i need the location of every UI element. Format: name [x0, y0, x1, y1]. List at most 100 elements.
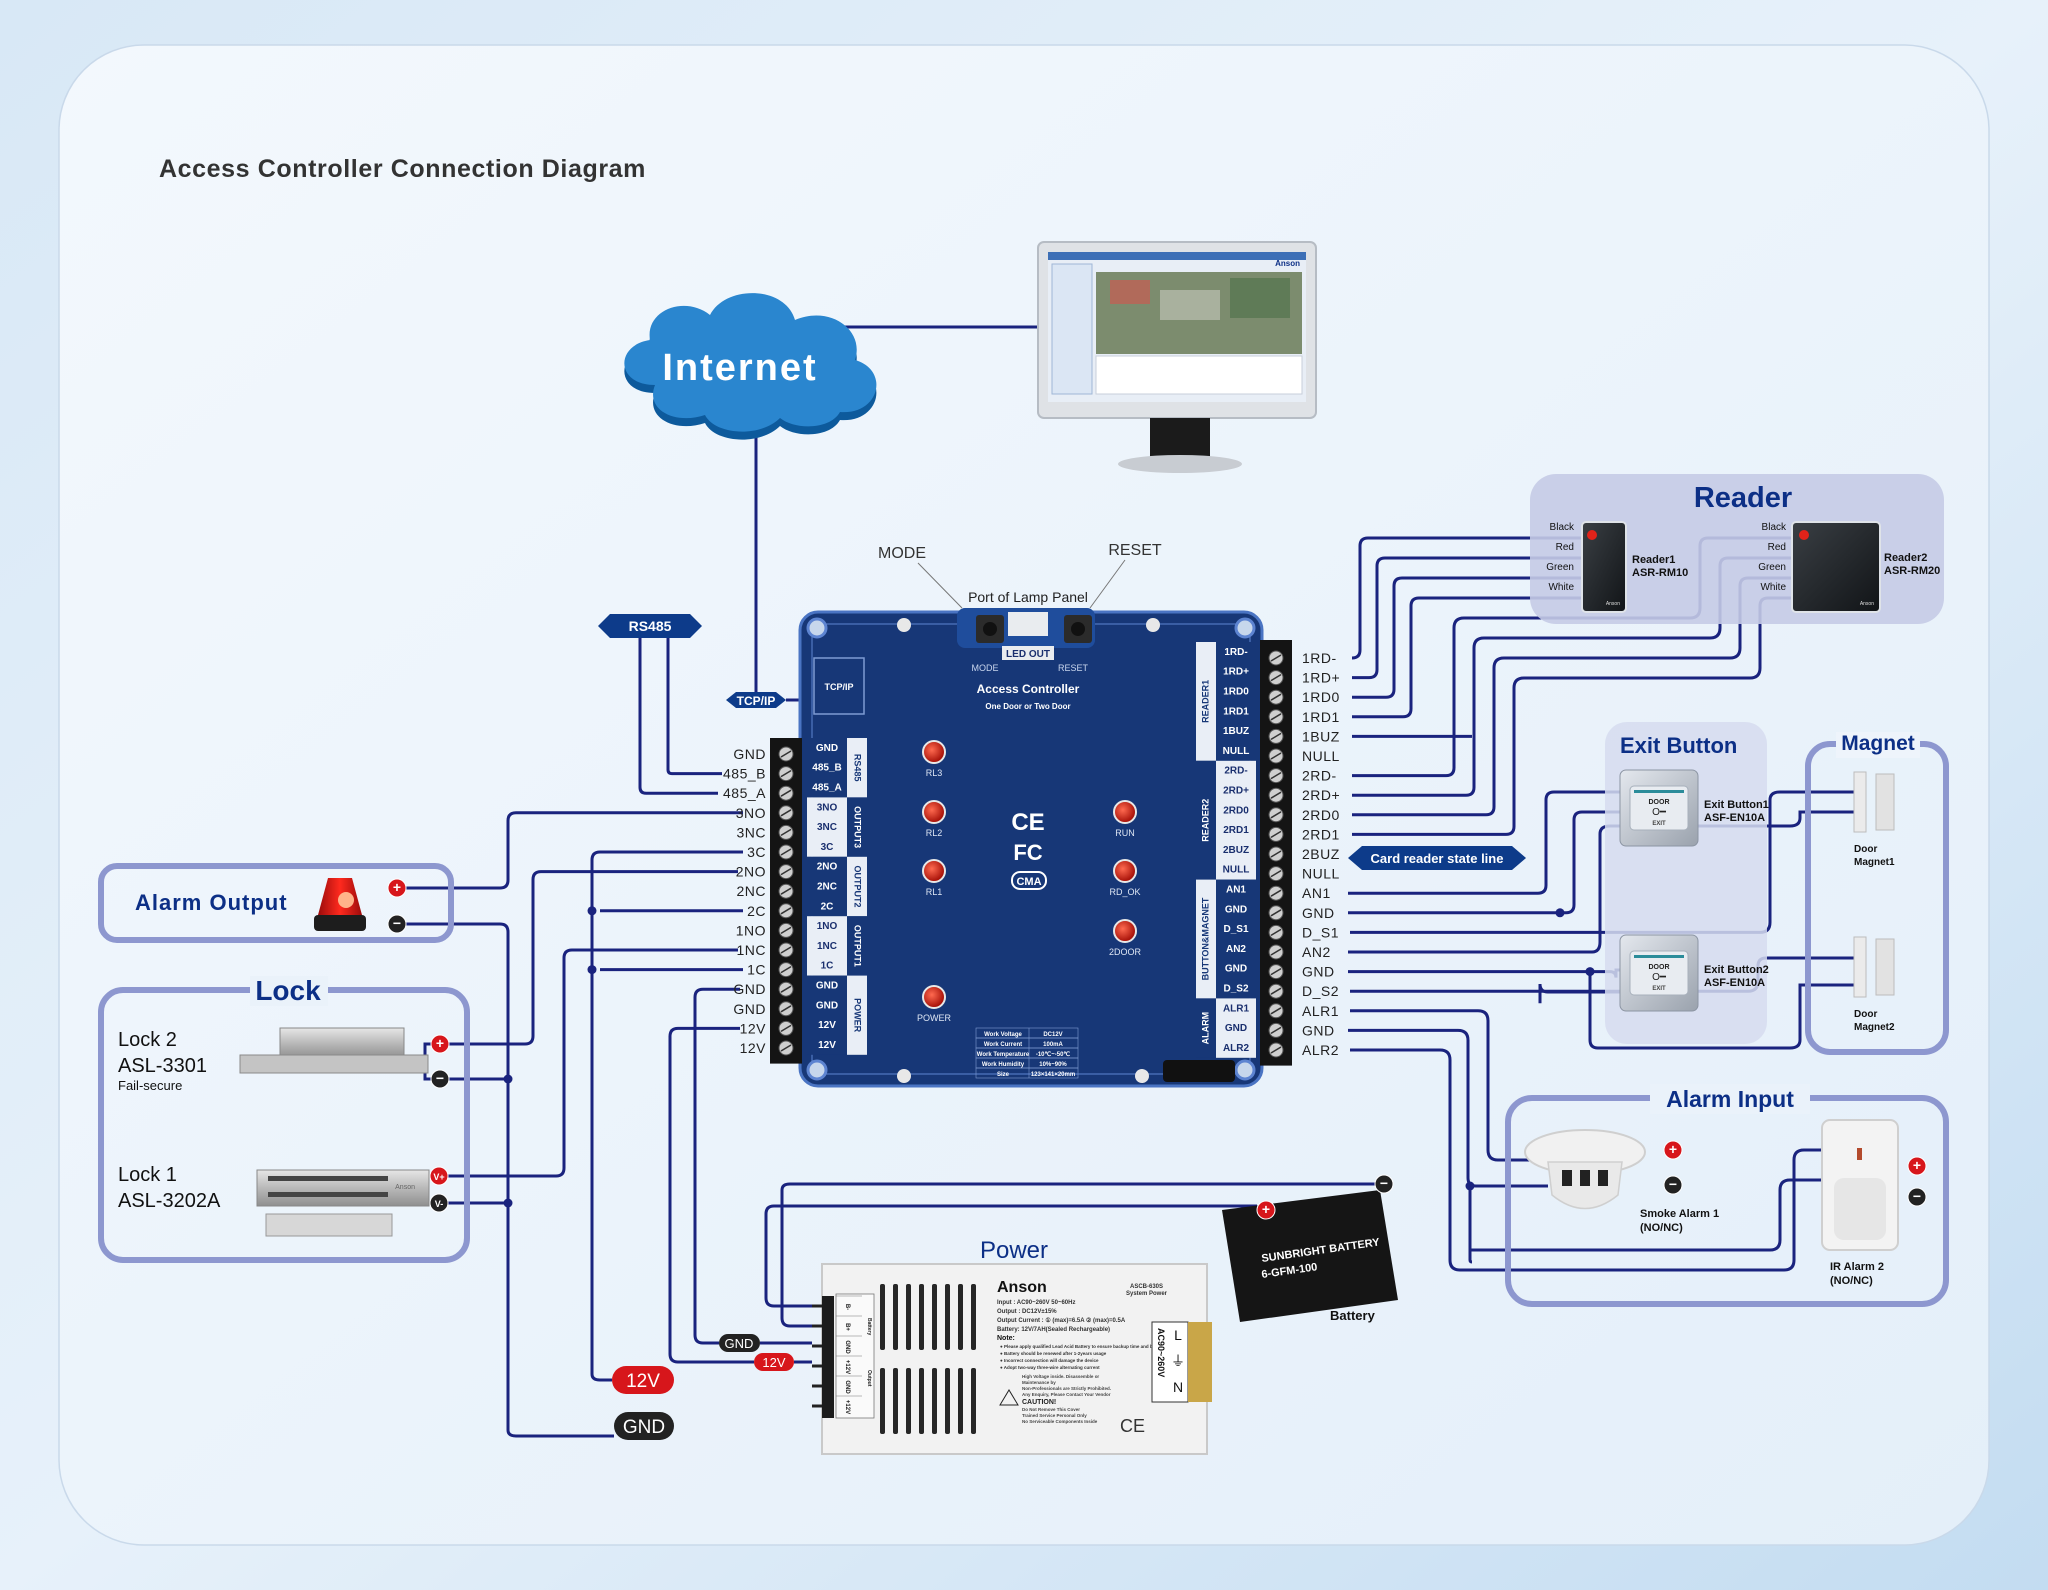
led-out-connector: [1008, 612, 1048, 636]
terminal-group-tab: [1196, 760, 1216, 880]
psu-dc-terminal-block: [822, 1296, 834, 1418]
polarity-label: V-: [435, 1199, 444, 1209]
exit-button-title: Exit Button: [1620, 733, 1737, 758]
magnetic-lock-device: [256, 1169, 430, 1237]
terminal-group-bg: [807, 797, 847, 857]
positive-terminal-icon: [1256, 1200, 1276, 1220]
status-led: [922, 985, 946, 1009]
screw-slot: [1270, 830, 1282, 839]
wire-1nc-lock1: [448, 948, 738, 1178]
vent-slot: [919, 1284, 924, 1350]
battery: SUNBRIGHT BATTERY 6-GFM-100 Battery: [1222, 1190, 1398, 1323]
wire-2no-lock2: [449, 870, 738, 1046]
pcb-terminal-label: 2NO: [817, 862, 838, 873]
pcb-terminal-label: 1NO: [817, 921, 838, 932]
mount-hole: [806, 1059, 828, 1081]
wire-junction: [503, 1074, 513, 1084]
status-led-label: RL2: [926, 828, 943, 838]
rs485-tag: RS485: [598, 614, 702, 638]
psu-caution-line: No Serviceable Components Inside: [1022, 1419, 1098, 1424]
exit-button-stripe: [1634, 790, 1684, 793]
pcb-terminal-label: 12V: [818, 1020, 836, 1031]
pcb-terminal-label: AN1: [1226, 884, 1246, 895]
terminal-group-bg: [807, 856, 847, 917]
reader1-model: ASR-RM10: [1632, 567, 1688, 579]
psu-vents: [880, 1284, 976, 1434]
controller-subtitle: One Door or Two Door: [985, 702, 1070, 711]
left-terminal-label: 2NO: [736, 864, 766, 880]
screw-slot: [1270, 752, 1282, 760]
exit-button-face-bottom: EXIT: [1652, 821, 1666, 827]
wire-reader1: [1351, 536, 1582, 660]
screw-slot: [780, 985, 792, 993]
wire-3c-12v: [590, 850, 743, 1382]
led-out-label: LED OUT: [1006, 649, 1050, 660]
lock-section: Lock Lock 2 ASL-3301 Fail-secure Lock 1 …: [98, 975, 470, 1263]
polarity-label: −: [1913, 1188, 1921, 1204]
right-terminal-label: 2RD+: [1302, 787, 1340, 803]
mount-hole: [1234, 617, 1256, 639]
pcb-terminal-label: 2RD+: [1223, 785, 1249, 796]
internet-cloud: Internet: [624, 293, 877, 440]
negative-terminal-icon: [429, 1193, 449, 1213]
tcpip-tag: TCP/IP: [726, 692, 786, 708]
right-terminal-label: AN1: [1302, 885, 1331, 901]
wire-alr2: [1350, 1048, 1822, 1272]
reader1-wire-label: White: [1548, 582, 1574, 593]
negative-terminal-icon: [430, 1069, 450, 1089]
screw-slot: [1270, 713, 1282, 721]
wire-an2-magnet1: [1348, 810, 1854, 954]
psu-spec-line: Input : AC90~260V 50~60Hz: [997, 1300, 1075, 1306]
diagram-title: Access Controller Connection Diagram: [159, 155, 646, 183]
right-terminal-label: ALR2: [1302, 1042, 1339, 1058]
terminal-group-name: POWER: [853, 998, 863, 1033]
pcb-terminal-label: 12V: [818, 1040, 836, 1051]
psu-caution-title: CAUTION!: [1022, 1399, 1056, 1406]
polarity-label: −: [436, 1070, 444, 1086]
pcb-terminal-label: 1NC: [817, 941, 837, 952]
lamp-port-label: Port of Lamp Panel: [968, 589, 1088, 605]
pcb-terminal-label: 1C: [821, 961, 834, 972]
left-terminal-label: 1C: [747, 962, 766, 978]
pcb-terminal-label: NULL: [1223, 746, 1250, 757]
door-magnet1-label-1: Door: [1854, 844, 1877, 855]
pcb-terminal-label: D_S1: [1223, 924, 1248, 935]
wire-alr1: [1350, 1009, 1540, 1162]
screw-slot: [780, 1044, 792, 1052]
screw-slot: [780, 887, 792, 895]
wire-alarm-out-neg-gnd: [406, 922, 614, 1438]
polarity-label: +: [393, 879, 401, 895]
reader1-device: [1581, 521, 1627, 613]
pcb-terminal-label: 1BUZ: [1223, 726, 1249, 737]
terminal-group-tab: [847, 916, 867, 976]
vent-slot: [958, 1284, 963, 1350]
polarity-label: −: [1669, 1176, 1677, 1192]
terminal-group-name: RS485: [853, 754, 863, 782]
reader1-wire-label: Black: [1550, 522, 1575, 533]
reset-callout: RESET: [1089, 542, 1162, 609]
pcb-terminal-label: GND: [1225, 904, 1247, 915]
bus-gnd-tag: GND: [614, 1412, 674, 1440]
psu-terminal-label: B-: [844, 1304, 850, 1310]
wire-battery-pos: [764, 1204, 1257, 1308]
wire-magnet2: [1588, 971, 1854, 1050]
fc-mark: FC: [1013, 840, 1042, 865]
positive-terminal-icon: [430, 1034, 450, 1054]
status-led: [922, 740, 946, 764]
pcb-terminal-label: 2BUZ: [1223, 845, 1249, 856]
terminal-group-tab: [847, 975, 867, 1055]
alarm-output-title: Alarm Output: [135, 890, 288, 915]
exit-button2-name: Exit Button2: [1704, 964, 1769, 976]
spec-value: 10%~90%: [1039, 1062, 1067, 1068]
status-led: [922, 859, 946, 883]
lock1-model: ASL-3202A: [118, 1190, 221, 1212]
terminal-group-tab: [1196, 642, 1216, 761]
screw-slot: [1270, 1046, 1282, 1054]
screw-slot: [780, 828, 792, 837]
screw-slot: [780, 809, 792, 817]
key-icon: O━: [1652, 807, 1667, 818]
psu-terminal-label: GND: [844, 1340, 850, 1354]
terminal-group-tab: [1196, 998, 1216, 1058]
